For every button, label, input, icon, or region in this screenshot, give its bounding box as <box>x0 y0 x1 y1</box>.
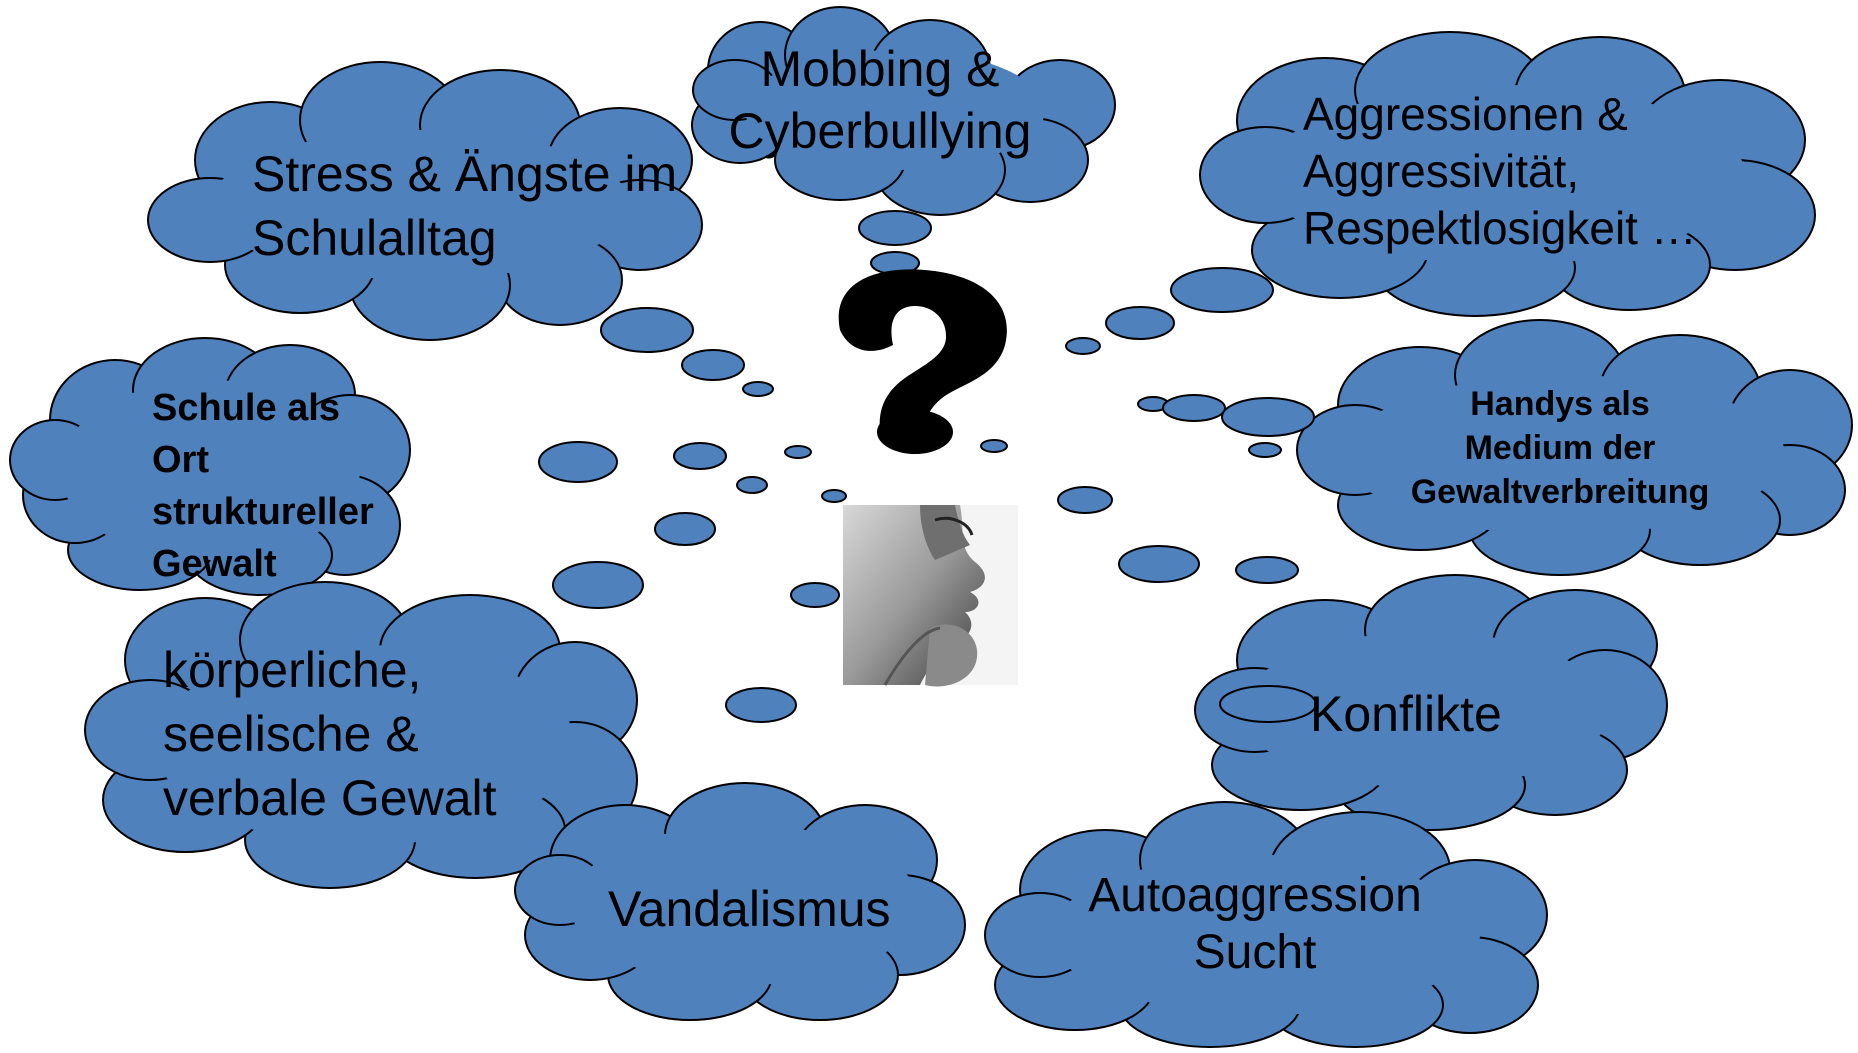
cloud-autoaggression <box>984 801 1548 1048</box>
cloud-handys <box>1296 319 1853 576</box>
cloud-vandalismus <box>514 782 966 1021</box>
label-vandalismus: Vandalismus <box>608 881 891 937</box>
label-mobbing: Mobbing & Cyberbullying <box>728 41 1032 159</box>
label-autoaggression: Autoaggression Sucht <box>1088 869 1422 979</box>
thinking-person-icon <box>843 505 1018 687</box>
thought-bubbles <box>538 210 1315 723</box>
label-aggression: Aggressionen & Aggressivität, Respektlos… <box>1303 88 1697 254</box>
cloud-mobbing <box>691 6 1116 216</box>
cloud-stress <box>147 61 703 341</box>
cloud-konflikte-inner-bubble <box>1219 685 1317 723</box>
label-konflikte: Konflikte <box>1310 686 1502 742</box>
cloud-konflikte <box>1194 574 1668 831</box>
label-handys: Handys als Medium der Gewaltverbreitung <box>1410 385 1710 511</box>
cloud-gewalt <box>84 581 638 889</box>
cloud-schule <box>9 337 411 596</box>
label-schule: Schule als Ort struktureller Gewalt <box>152 387 374 585</box>
question-mark-icon <box>838 269 1007 454</box>
label-stress: Stress & Ängste im Schulalltag <box>252 146 678 266</box>
cloud-aggression <box>1199 31 1816 317</box>
label-gewalt: körperliche, seelische & verbale Gewalt <box>163 642 497 826</box>
